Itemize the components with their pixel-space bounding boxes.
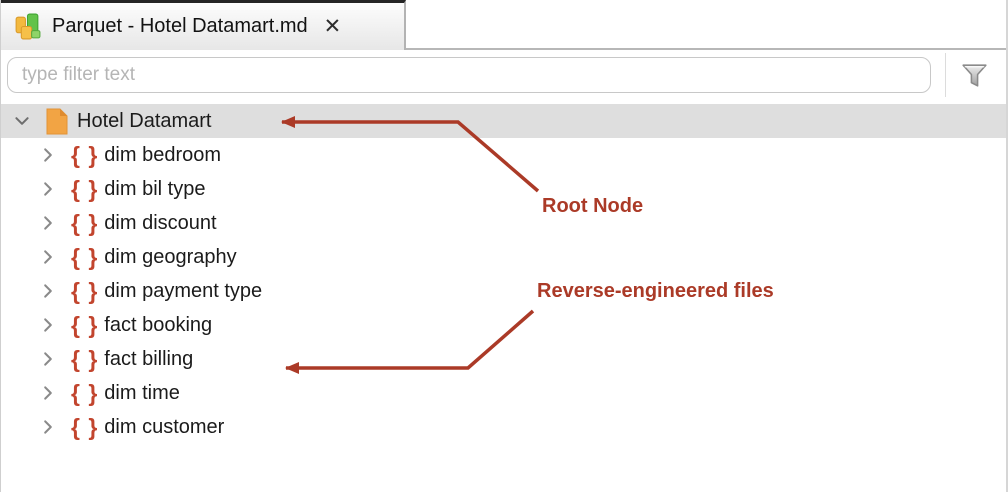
- tab-title: Parquet - Hotel Datamart.md: [52, 15, 308, 37]
- chevron-down-icon[interactable]: [13, 112, 31, 130]
- tree-root-row[interactable]: Hotel Datamart: [1, 104, 1006, 138]
- toolbar-divider: [945, 53, 946, 97]
- chevron-right-icon[interactable]: [39, 180, 57, 198]
- funnel-icon[interactable]: [958, 59, 991, 92]
- tree-item-dim-discount[interactable]: { } dim discount: [1, 206, 1006, 240]
- tab-bar: Parquet - Hotel Datamart.md ✕: [1, 0, 1006, 50]
- filter-input[interactable]: [7, 57, 931, 93]
- annotation-root-node-label: Root Node: [542, 195, 644, 217]
- chevron-right-icon[interactable]: [39, 418, 57, 436]
- braces-icon: { }: [71, 413, 99, 440]
- chevron-right-icon[interactable]: [39, 316, 57, 334]
- tree-item-label: dim time: [104, 381, 180, 404]
- chevron-right-icon[interactable]: [39, 146, 57, 164]
- tree-item-dim-payment-type[interactable]: { } dim payment type: [1, 274, 1006, 308]
- braces-icon: { }: [71, 243, 99, 270]
- filter-toolbar: [1, 50, 1006, 100]
- tree-item-label: dim geography: [104, 245, 237, 268]
- datamart-cubes-icon: [13, 12, 42, 41]
- braces-icon: { }: [71, 345, 99, 372]
- tree-item-fact-booking[interactable]: { } fact booking: [1, 308, 1006, 342]
- tab-parquet-hotel-datamart[interactable]: Parquet - Hotel Datamart.md ✕: [1, 0, 406, 50]
- tree-item-label: fact booking: [104, 313, 213, 336]
- chevron-right-icon[interactable]: [39, 384, 57, 402]
- orange-file-icon: [45, 108, 69, 135]
- tree-item-dim-bil-type[interactable]: { } dim bil type: [1, 172, 1006, 206]
- tab-bar-empty-area: [406, 0, 1006, 50]
- tree-item-label: dim bedroom: [104, 143, 222, 166]
- braces-icon: { }: [71, 311, 99, 338]
- chevron-right-icon[interactable]: [39, 282, 57, 300]
- annotation-reverse-engineered-label: Reverse-engineered files: [537, 280, 774, 302]
- braces-icon: { }: [71, 141, 99, 168]
- tree-item-label: dim bil type: [104, 177, 206, 200]
- braces-icon: { }: [71, 175, 99, 202]
- chevron-right-icon[interactable]: [39, 214, 57, 232]
- braces-icon: { }: [71, 277, 99, 304]
- tree-root-label: Hotel Datamart: [77, 109, 212, 132]
- close-icon[interactable]: ✕: [323, 15, 342, 38]
- tree-item-fact-billing[interactable]: { } fact billing: [1, 342, 1006, 376]
- chevron-right-icon[interactable]: [39, 350, 57, 368]
- tree-item-label: fact billing: [104, 347, 194, 370]
- tree-item-dim-customer[interactable]: { } dim customer: [1, 410, 1006, 444]
- braces-icon: { }: [71, 379, 99, 406]
- chevron-right-icon[interactable]: [39, 248, 57, 266]
- tree-item-label: dim payment type: [104, 279, 263, 302]
- model-tree: Hotel Datamart { } dim bedroom { } dim b…: [1, 100, 1006, 444]
- tree-item-dim-geography[interactable]: { } dim geography: [1, 240, 1006, 274]
- tree-item-dim-time[interactable]: { } dim time: [1, 376, 1006, 410]
- tree-item-dim-bedroom[interactable]: { } dim bedroom: [1, 138, 1006, 172]
- tree-item-label: dim customer: [104, 415, 225, 438]
- braces-icon: { }: [71, 209, 99, 236]
- tree-item-label: dim discount: [104, 211, 217, 234]
